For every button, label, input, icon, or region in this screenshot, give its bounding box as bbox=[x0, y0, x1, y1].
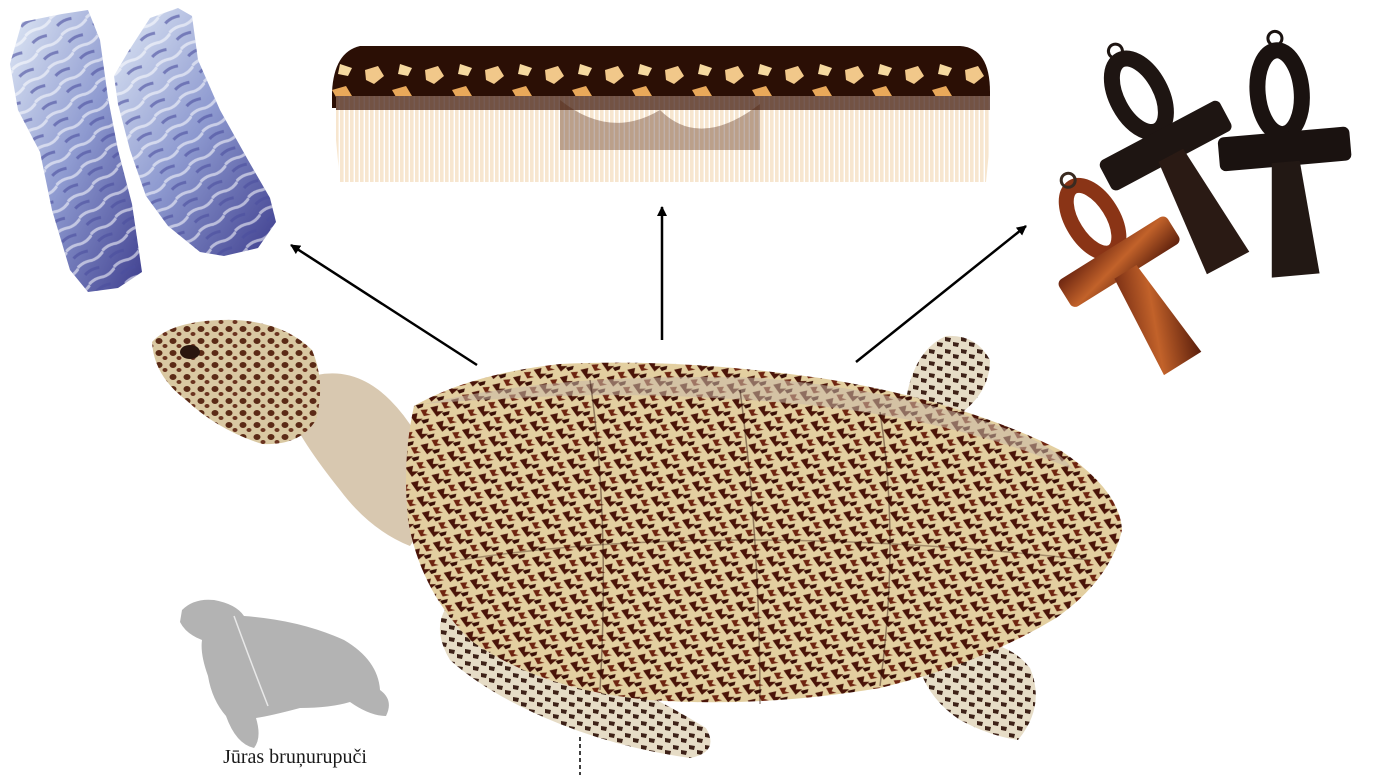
tortoiseshell-comb bbox=[332, 46, 990, 182]
turtle-silhouette bbox=[180, 600, 389, 748]
shell-plates bbox=[10, 8, 276, 292]
caption-sea-turtles: Jūras bruņurupuči bbox=[200, 746, 390, 769]
arrows bbox=[291, 207, 1026, 365]
turtle-shell bbox=[406, 363, 1122, 703]
ankh-pendants bbox=[1010, 13, 1361, 397]
arrow-to-plates bbox=[291, 245, 477, 365]
turtle-head bbox=[152, 320, 320, 444]
